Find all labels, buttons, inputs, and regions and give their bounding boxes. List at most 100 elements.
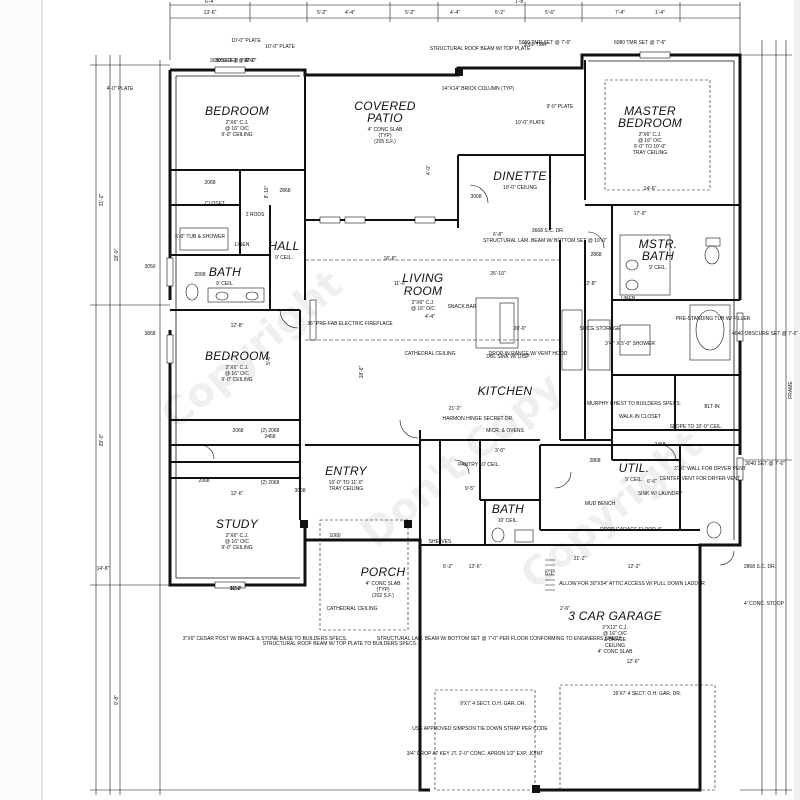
dimension-value: 5'-6" [545, 10, 555, 16]
opening-tag: 3040 SET @ 7'-6" [745, 461, 785, 467]
annotation: SNACK BAR [448, 304, 477, 310]
room-note: 10'-0" TO 11'-0" [329, 480, 364, 486]
room-label: BATH [492, 502, 524, 516]
room-note: & BRACE [604, 637, 627, 643]
dimension-value: 3'-0" [495, 448, 505, 454]
annotation: MURPHY CHEST TO BUILDERS SPECS. [587, 401, 681, 407]
dimension-value: 5'-6" [266, 355, 272, 365]
room-label: BEDROOM [618, 116, 682, 130]
dimension-value: 16'-8" [384, 256, 397, 262]
room-note: (205 S.F.) [374, 139, 396, 145]
dimension-value: 11'-2" [230, 586, 243, 592]
left-margin-strip [0, 0, 42, 800]
opening-tag: 2868 [279, 188, 290, 194]
dimension-value: 14'-6" [644, 186, 657, 192]
dimension-value: 6'-4" [205, 0, 215, 5]
annotation: 4' CONC. STOOP [744, 601, 785, 607]
room-note: TRAY CEILING [329, 486, 363, 492]
annotation: 10'-0" PLATE [265, 44, 295, 50]
annotation: DBL SINK W/ DISP [486, 354, 530, 360]
left-dimension-lines [90, 55, 425, 795]
interior-walls [170, 60, 740, 546]
room-note: 9' CEIL. [649, 265, 667, 271]
annotation: DROP GARAGE FLOOR 4" [600, 527, 662, 533]
annotation: LINEN [621, 296, 636, 302]
annotation: 9'X7' 4 SECT. O.H. GAR. DR. [460, 701, 526, 707]
right-dimension-lines [159, 40, 792, 795]
room-note: 2"X6" C.J. [412, 300, 435, 306]
opening-tag: 2468 [654, 442, 665, 448]
opening-tag: 2068 [232, 428, 243, 434]
opening-tag: 3050 [229, 586, 240, 592]
room-note: @ 16" O/C [411, 306, 435, 312]
opening-tag: (2) 2068 [261, 428, 280, 434]
room-note: (TYP) [378, 133, 391, 139]
annotation: MUD BENCH [585, 501, 616, 507]
dimension-value: 6'-6" [647, 479, 657, 485]
room-note: 2"X6" C.J. [226, 120, 249, 126]
dimension-value: 13'-6" [204, 10, 217, 16]
dimension-value: 22'-8" [584, 281, 597, 287]
room-label: PORCH [361, 565, 406, 579]
dimension-value: 1'-8" [515, 0, 525, 5]
room-label: HALL [268, 239, 299, 253]
opening-tag: 1060 [329, 533, 340, 539]
room-note: @ 16" O/C [603, 631, 627, 637]
room-note: @ 16" O/C [225, 371, 249, 377]
annotation: 14"X14" BRICK COLUMN (TYP) [442, 86, 515, 92]
room-note: 2"X6" C.J. [639, 132, 662, 138]
dimension-value: 20'-0" [514, 326, 527, 332]
annotation: STRUCTURAL LAM. BEAM W/ BOTTOM SET @ 10'… [483, 238, 607, 244]
dimension-value: 29'-0" [99, 433, 105, 446]
annotation: 3050 SET @ 7'-6" [210, 58, 250, 64]
dimension-value: 4'-4" [450, 10, 460, 16]
annotation: SINK W/ LAUNDRY [638, 491, 683, 497]
dimension-value: 21'-2" [449, 406, 462, 412]
opening-tag: 3050 SET @ 7'-6" [215, 58, 255, 64]
opening-tag: 3068 [294, 488, 305, 494]
opening-tag: 2868 [590, 252, 601, 258]
room-note: TRAY CEILING [633, 150, 667, 156]
room-note: 9'-0" CEILING [221, 545, 252, 551]
opening-tag: 2868 [589, 458, 600, 464]
room-label: COVERED [354, 99, 415, 113]
opening-tag: 3868 [144, 331, 155, 337]
annotation: FRAME [788, 381, 794, 399]
room-note: 9'-0" TO 10'-0" [634, 144, 666, 150]
annotation: HARMON HINGE SECRET DR. [442, 416, 513, 422]
room-note: 4" CONC SLAB [366, 581, 402, 587]
room-note: 9' CEIL. [625, 477, 643, 483]
annotation: 36" PRE-FAB ELECTRIC FIREPLACE [307, 321, 393, 327]
room-label: PATIO [367, 111, 403, 125]
room-label: ENTRY [325, 464, 367, 478]
annotation: 2868 S.C. DR. [744, 564, 776, 570]
dimension-value: 10'-0" [244, 58, 257, 64]
dimension-value: 7'-4" [615, 10, 625, 16]
annotation: BLT-IN [704, 404, 720, 410]
annotation: SHELVES [429, 539, 452, 545]
dimension-value: 8'-10" [264, 185, 270, 198]
room-note: 9' CEIL. [275, 255, 293, 261]
door-window-tags: 3050 SET @ 7'-6"206828683050386820682068… [144, 42, 798, 592]
room-label: MASTER [624, 104, 676, 118]
dimension-value: 31'-2" [99, 193, 105, 206]
dimension-value: 14'-8" [97, 566, 110, 572]
room-label: BATH [209, 265, 241, 279]
room-note: CEILING [605, 643, 625, 649]
annotation: 6080 TMR SET @ 7'-6" [614, 40, 666, 46]
annotation: 3/4" DROP AT KEY JT. 2'-0" CONC. APRON 1… [407, 751, 543, 757]
windows [166, 51, 744, 589]
room-note: @ 16" O/C [638, 138, 662, 144]
annotation: STRUCTURAL LAM. BEAM W/ BOTTOM SET @ 7'-… [377, 636, 623, 642]
annotation: LINEN [235, 242, 250, 248]
annotation: SPICE STORAGE [580, 326, 621, 332]
right-scroll-strip[interactable] [794, 0, 800, 800]
dimension-value: 17'-9" [634, 211, 647, 217]
dimension-value: 11'-0" [394, 281, 407, 287]
room-note: 10'-0" CEILING [503, 185, 537, 191]
annotation: 2 RODS [246, 212, 265, 218]
annotation: WALK-IN CLOSET [619, 414, 661, 420]
opening-tag: 2068 [194, 272, 205, 278]
dimension-value: 4'-4" [425, 314, 435, 320]
